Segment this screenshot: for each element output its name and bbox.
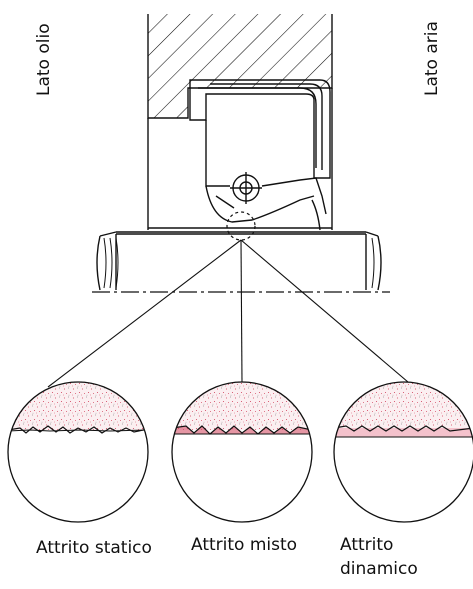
caption-dynamic-friction: Attrito dinamico [340, 533, 418, 581]
air-side-label: Lato aria [422, 21, 442, 96]
caption-dynamic-line2: dinamico [340, 559, 418, 579]
leader-lines [47, 239, 409, 388]
oil-side-label: Lato olio [34, 23, 54, 96]
caption-static-friction: Attrito statico [36, 538, 152, 558]
caption-dynamic-line1: Attrito [340, 535, 394, 555]
shaft-seal [189, 79, 331, 231]
caption-mixed-friction: Attrito misto [191, 535, 298, 555]
shaft [92, 231, 390, 293]
detail-dynamic-friction [333, 381, 473, 523]
detail-static-friction [7, 381, 149, 523]
detail-mixed-friction [171, 381, 313, 523]
garter-spring [230, 172, 262, 204]
housing [147, 14, 333, 230]
contact-detail-marker [226, 211, 256, 241]
